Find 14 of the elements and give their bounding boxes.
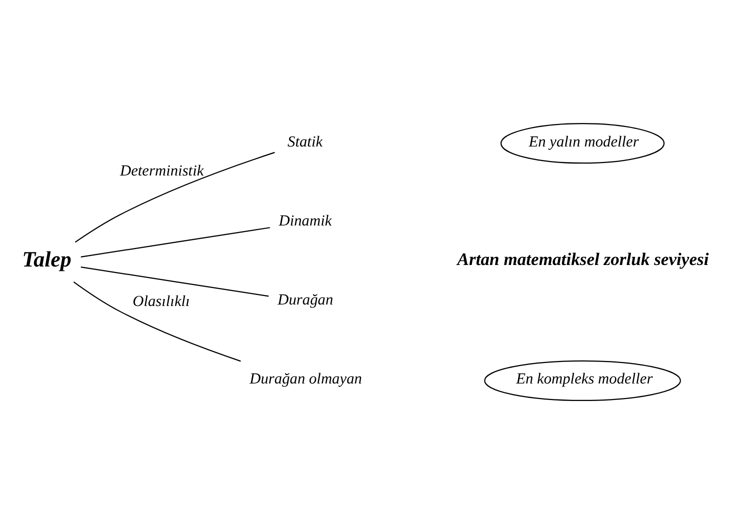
node-text: Talep <box>22 246 71 271</box>
edge-label: Deterministik <box>119 162 204 179</box>
connector <box>80 226 270 257</box>
node-ellipse: En yalın modeller <box>500 122 664 164</box>
node-text: Durağan <box>277 291 333 308</box>
connector <box>80 266 268 296</box>
connector <box>74 151 274 242</box>
label: Artan matematiksel zorluk seviyesi <box>456 248 708 269</box>
node-text: Dinamik <box>278 212 332 229</box>
node-text: Durağan olmayan <box>249 370 362 388</box>
connector <box>72 280 240 362</box>
node-ellipse: En kompleks modeller <box>484 360 680 400</box>
node-text: Statik <box>287 132 322 150</box>
edge-label: Olasılıklı <box>132 292 190 310</box>
